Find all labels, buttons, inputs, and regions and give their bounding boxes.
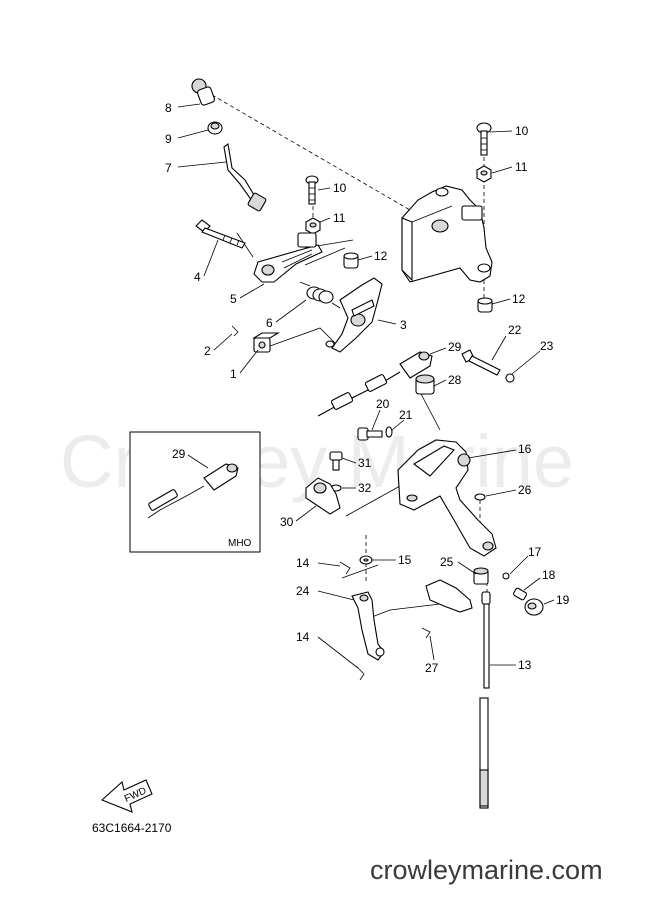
part-30-clip [305, 477, 341, 515]
callout-leaders [177, 103, 555, 669]
part-11-nut-middle [305, 217, 321, 235]
callout-27: 27 [425, 661, 439, 675]
part-4-bolt [195, 219, 246, 249]
part-3-throttle-lever [325, 277, 383, 353]
part-26-washer [474, 493, 486, 501]
part-25-collar [473, 567, 489, 585]
part-18-grease-nipple [512, 587, 528, 601]
callout-13: 13 [518, 658, 532, 672]
inset-mho-label: MHO [228, 538, 252, 549]
part-7-link-rod [223, 143, 267, 212]
callout-4: 4 [194, 270, 201, 284]
callout-21: 21 [399, 408, 413, 422]
part-13-shift-rod [479, 591, 491, 809]
callout-19: 19 [556, 593, 570, 607]
part-12-spacer-upper [343, 252, 359, 269]
callout-15: 15 [398, 553, 412, 567]
part-2-pin [231, 325, 239, 337]
part-24-shift-lever [351, 591, 385, 661]
part-23-washer [505, 373, 515, 383]
part-8-clip [191, 78, 216, 106]
callout-5: 5 [230, 292, 237, 306]
part-28-bushing [415, 374, 435, 395]
callout-8: 8 [165, 101, 172, 115]
callout-14-upper: 14 [296, 556, 310, 570]
part-10-bolt-middle [305, 175, 319, 205]
callout-24: 24 [296, 584, 310, 598]
part-14-pin-lower [355, 665, 365, 681]
part-20-bolt [357, 427, 383, 441]
callout-17: 17 [528, 545, 542, 559]
callout-29: 29 [448, 340, 462, 354]
callout-14-lower: 14 [296, 630, 310, 644]
upper-bracket-housing [401, 185, 493, 283]
callout-12-upper: 12 [374, 249, 388, 263]
part-1-block [252, 332, 280, 353]
part-6-spring [299, 281, 341, 309]
callout-18: 18 [542, 568, 556, 582]
part-12-spacer-right [477, 297, 493, 313]
callout-11-right: 11 [515, 160, 528, 174]
callout-29-inset: 29 [172, 447, 186, 461]
part-11-nut-right [476, 165, 492, 183]
part-17-washer [502, 572, 510, 580]
callout-20: 20 [376, 397, 390, 411]
part-21-washer [385, 426, 393, 438]
callout-labels: 8 9 7 10 11 12 4 5 6 3 2 1 10 11 12 22 2… [165, 101, 570, 675]
callout-12-right: 12 [512, 292, 526, 306]
callout-1: 1 [230, 367, 237, 381]
throttle-cable [317, 351, 433, 417]
part-16-shift-bracket [397, 439, 497, 557]
part-22-bolt [461, 349, 501, 376]
callout-7: 7 [165, 161, 172, 175]
callout-16: 16 [518, 442, 532, 456]
callout-2: 2 [204, 344, 211, 358]
part-9-grommet [207, 121, 223, 135]
callout-10-right: 10 [515, 124, 529, 138]
callout-26: 26 [518, 483, 532, 497]
callout-10-middle: 10 [333, 181, 347, 195]
callout-9: 9 [165, 132, 172, 146]
callout-30: 30 [280, 515, 294, 529]
mho-inset: MHO 29 [129, 431, 261, 553]
callout-6: 6 [266, 316, 273, 330]
part-5-bracket [253, 232, 323, 283]
callout-11-middle: 11 [333, 211, 346, 225]
fwd-arrow-icon: FWD [100, 779, 153, 813]
callout-3: 3 [400, 318, 407, 332]
callout-31: 31 [358, 456, 372, 470]
footer-site-text: crowleymarine.com [370, 855, 603, 885]
callout-28: 28 [448, 373, 462, 387]
part-15-washer [359, 555, 373, 565]
callout-32: 32 [358, 481, 372, 495]
part-10-bolt-right [476, 122, 492, 156]
callout-23: 23 [540, 339, 554, 353]
callout-22: 22 [508, 323, 522, 337]
callout-25: 25 [440, 555, 454, 569]
diagram-code: 63C1664-2170 [92, 821, 172, 835]
part-27-plate [421, 579, 473, 639]
part-31-screw [329, 451, 343, 471]
part-19-cap [524, 598, 544, 616]
part-14-pin-upper [339, 561, 351, 575]
